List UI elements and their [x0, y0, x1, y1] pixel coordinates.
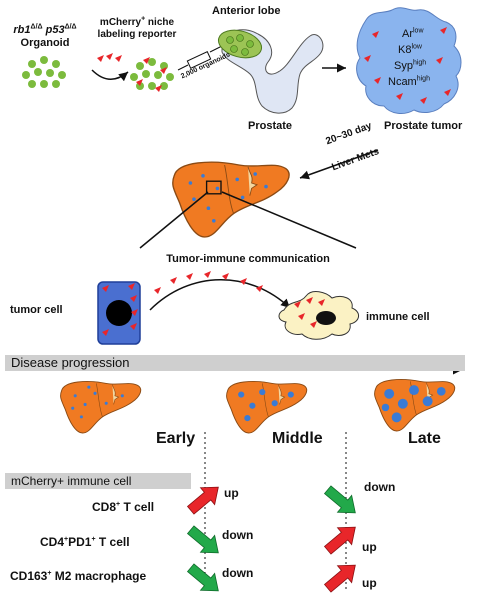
liver-late: [374, 379, 456, 432]
labeled-organoid-cluster: [130, 57, 174, 92]
reporter-name: mCherry: [99, 17, 142, 28]
liver-mets-arrow: [299, 149, 379, 180]
down-arrow-icon: [186, 525, 219, 554]
marker-name: Ncam: [388, 76, 417, 88]
organoid-label: rb1Δ/Δ p53Δ/Δ Organoid: [2, 23, 88, 50]
row-label-cd163: CD163+ M2 macrophage: [10, 569, 146, 583]
down-arrow-icon: [186, 563, 219, 592]
down-arrow-icon: [323, 485, 356, 514]
marker-name: K8: [398, 44, 412, 56]
zoom-line: [139, 191, 209, 249]
stage-middle: Middle: [272, 430, 323, 447]
up-arrow-icon: [323, 526, 356, 555]
organoid-text: Organoid: [20, 37, 70, 49]
stage-early: Early: [156, 430, 196, 447]
change-label: up: [362, 540, 377, 554]
immune-cell-header: mCherry+ immune cell: [5, 473, 191, 489]
superscript: +: [141, 15, 146, 23]
marker-level: high: [416, 75, 430, 83]
row-text: M2 macrophage: [51, 569, 147, 583]
row-text: CD163: [10, 569, 48, 583]
reporter-label: mCherry+ niche labeling reporter: [94, 15, 180, 41]
zoom-line: [221, 191, 357, 249]
row-text: PD1: [68, 535, 92, 549]
up-arrow-icon: [186, 486, 219, 515]
syringe-icon: [177, 45, 223, 71]
stage-late: Late: [408, 430, 441, 447]
row-label-cd8: CD8+ T cell: [92, 500, 154, 514]
immune-cell: [278, 291, 359, 340]
prostate-gland: [217, 29, 324, 114]
communication-title: Tumor-immune communication: [166, 253, 330, 265]
superscript: Δ/Δ: [64, 23, 77, 31]
prostate-label: Prostate: [248, 120, 293, 132]
change-label: down: [222, 528, 254, 542]
change-label: up: [224, 486, 239, 500]
change-label: down: [364, 480, 396, 494]
row-text: CD4: [40, 535, 65, 549]
reporter-niche: niche: [145, 17, 175, 28]
superscript: Δ/Δ: [30, 23, 43, 31]
superscript: +: [47, 570, 52, 577]
row-text: T cell: [120, 500, 155, 514]
process-arrow: [91, 53, 129, 82]
row-text: T cell: [95, 535, 130, 549]
gene-rb1: rb1: [13, 24, 31, 36]
progression-banner: Disease progression: [5, 355, 465, 371]
immune-cell-label: immune cell: [366, 311, 430, 323]
prostate-tumor: [356, 7, 462, 114]
liver-middle: [226, 381, 308, 434]
marker-name: Syp: [394, 60, 413, 72]
reporter-line2: labeling reporter: [97, 29, 177, 40]
anterior-lobe-label: Anterior lobe: [212, 5, 281, 17]
communication-arrow: [149, 271, 291, 311]
marker-level: low: [413, 27, 424, 35]
gene-p53: p53: [45, 24, 65, 36]
liver-with-metastases: [172, 161, 290, 238]
superscript: +: [64, 536, 69, 543]
liver-early: [60, 381, 142, 434]
marker-name: Ar: [402, 28, 413, 40]
up-arrow-icon: [323, 564, 356, 593]
organoid-cluster: [22, 56, 66, 88]
change-arrows: [186, 485, 356, 593]
change-label: up: [362, 576, 377, 590]
row-label-cd4-pd1: CD4+PD1+ T cell: [40, 535, 130, 549]
tumor-cell: [97, 281, 141, 345]
marker-level: low: [411, 43, 422, 51]
change-label: down: [222, 566, 254, 580]
prostate-tumor-label: Prostate tumor: [384, 120, 463, 132]
tumor-markers: Arlow K8low Syphigh Ncamhigh: [388, 27, 452, 100]
superscript: +: [91, 536, 96, 543]
marker-level: high: [412, 59, 427, 67]
superscript: +: [116, 501, 121, 508]
tumor-cell-label: tumor cell: [10, 304, 63, 316]
row-text: CD8: [92, 500, 117, 514]
